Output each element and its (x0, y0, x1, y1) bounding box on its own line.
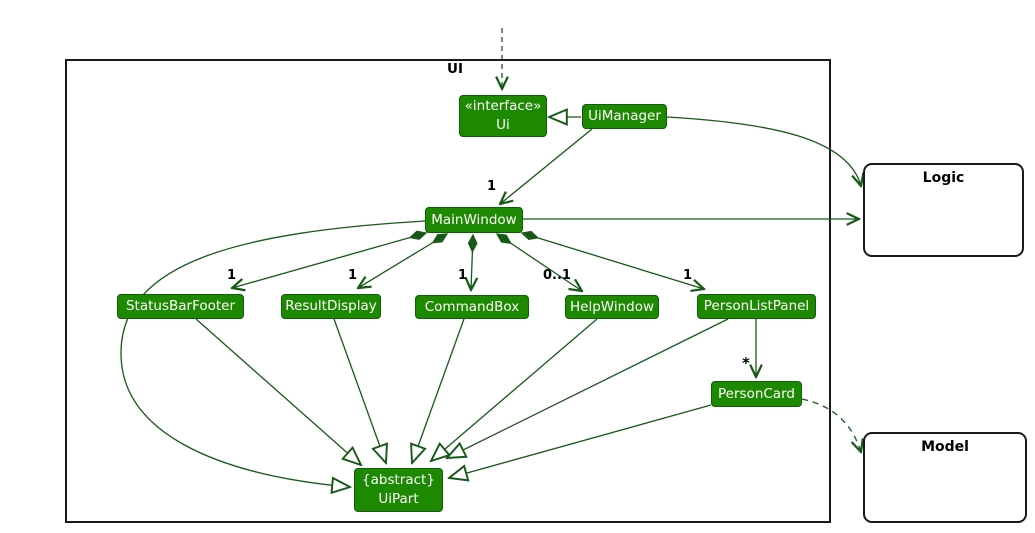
class-commandbox-name: CommandBox (424, 298, 520, 315)
multiplicity-commandbox: 1 (458, 268, 468, 283)
class-ui-name: Ui (496, 117, 510, 133)
logic-component-box: Logic (863, 163, 1024, 257)
class-helpwindow-name: HelpWindow (569, 298, 654, 315)
model-component-title: Model (921, 439, 969, 455)
multiplicity-personcard: * (742, 354, 750, 372)
class-personlistpanel-name: PersonListPanel (703, 298, 810, 314)
multiplicity-statusbarfooter: 1 (227, 268, 237, 283)
class-ui-interface: «interface» Ui (459, 95, 547, 137)
multiplicity-personlistpanel: 1 (683, 268, 693, 283)
multiplicity-helpwindow: 0..1 (543, 268, 571, 283)
multiplicity-mainwindow: 1 (487, 179, 497, 194)
logic-component-title: Logic (922, 170, 965, 186)
class-ui-stereotype: «interface» (464, 98, 542, 114)
class-uimanager: UiManager (582, 104, 667, 129)
class-resultdisplay: ResultDisplay (281, 294, 381, 319)
ui-frame (65, 59, 831, 523)
class-personcard-name: PersonCard (718, 385, 795, 402)
class-commandbox: CommandBox (415, 295, 529, 319)
class-mainwindow-name: MainWindow (431, 211, 517, 228)
model-component-box: Model (863, 432, 1027, 523)
class-resultdisplay-name: ResultDisplay (285, 298, 377, 314)
class-mainwindow: MainWindow (425, 207, 523, 233)
class-personcard: PersonCard (711, 381, 802, 407)
class-uipart-name: UiPart (378, 491, 419, 507)
class-statusbarfooter-name: StatusBarFooter (125, 298, 236, 314)
class-personlistpanel: PersonListPanel (697, 294, 816, 319)
class-uipart: {abstract} UiPart (354, 468, 443, 512)
class-statusbarfooter: StatusBarFooter (117, 294, 244, 319)
class-helpwindow: HelpWindow (565, 295, 659, 319)
class-uipart-modifier: {abstract} (362, 472, 435, 488)
class-uimanager-name: UiManager (588, 108, 661, 124)
ui-frame-label: UI (447, 61, 463, 77)
multiplicity-resultdisplay: 1 (348, 268, 358, 283)
